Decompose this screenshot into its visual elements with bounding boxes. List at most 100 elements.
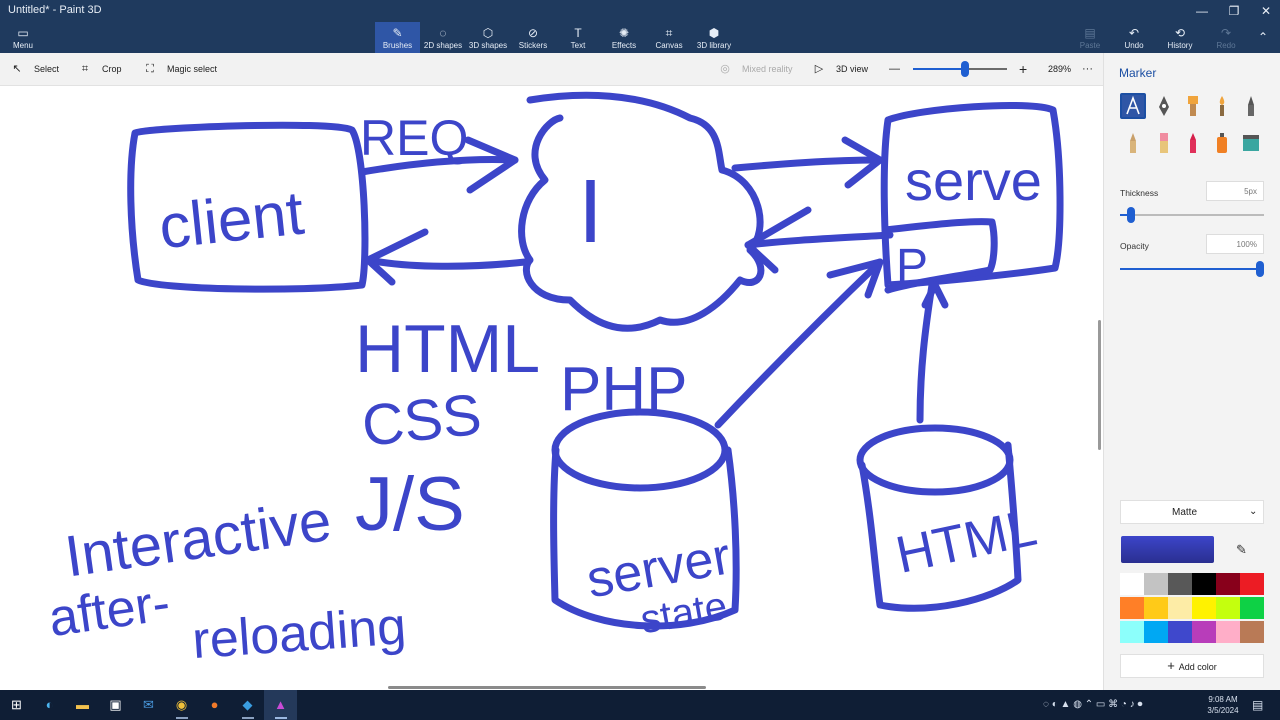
undo-button[interactable]: ↶ Undo (1117, 22, 1151, 53)
palette-swatch[interactable] (1216, 621, 1240, 643)
tab-canvas[interactable]: ⌗ Canvas (647, 22, 691, 53)
palette-swatch[interactable] (1192, 597, 1216, 619)
eyedropper-icon[interactable]: ✎ (1236, 542, 1247, 557)
marker-brush[interactable] (1120, 93, 1146, 119)
thickness-field[interactable]: 5px (1206, 181, 1264, 201)
menu-button[interactable]: ▭ Menu (6, 22, 40, 53)
select-label: Select (34, 64, 60, 74)
internet-cloud (518, 91, 765, 332)
eraser-brush[interactable] (1151, 130, 1177, 156)
finish-dropdown[interactable]: Matte ⌄ (1120, 500, 1264, 524)
crayon-icon (1190, 133, 1196, 153)
opacity-field[interactable]: 100% (1206, 234, 1264, 254)
palette-swatch[interactable] (1216, 573, 1240, 595)
tab-3d-library[interactable]: ⬢ 3D library (692, 22, 736, 53)
paste-button[interactable]: ▤ Paste (1073, 22, 1107, 53)
chrome-icon[interactable]: ◉ (165, 690, 198, 720)
mail-icon[interactable]: ✉ (143, 697, 154, 712)
system-clock[interactable]: 9:08 AM 3/5/2024 (1202, 694, 1244, 716)
zoom-out-button[interactable]: — (889, 63, 900, 75)
redo-button[interactable]: ↷ Redo (1209, 22, 1243, 53)
selected-color-preview[interactable] (1121, 536, 1214, 563)
minimize-icon[interactable]: — (1196, 4, 1208, 18)
paste-label: Paste (1079, 41, 1101, 50)
palette-swatch[interactable] (1168, 597, 1192, 619)
thickness-slider-thumb[interactable] (1127, 207, 1135, 223)
text-icon: T (574, 26, 582, 40)
drawing-canvas[interactable]: client REQ I serve P HTML (0, 86, 1103, 689)
request-arrowhead (464, 136, 519, 194)
tab-stickers[interactable]: ⊘ Stickers (511, 22, 555, 53)
pencil-brush[interactable] (1120, 130, 1146, 156)
paint3d-icon[interactable]: ▲ (264, 690, 297, 720)
spray-can-brush[interactable] (1209, 130, 1235, 156)
tab-2d-shapes[interactable]: ◌ 2D shapes (421, 22, 465, 53)
oil-brush-icon (1188, 96, 1198, 116)
more-options-button[interactable]: ··· (1082, 63, 1093, 75)
calligraphy-pen-brush[interactable] (1151, 93, 1177, 119)
magic-select-button[interactable]: ⛶Magic select (143, 53, 217, 86)
restore-icon[interactable]: ❐ (1228, 4, 1240, 18)
tab-brushes[interactable]: ✎ Brushes (375, 22, 420, 53)
mixed-reality-button[interactable]: ◎Mixed reality (718, 53, 792, 86)
palette-swatch[interactable] (1144, 597, 1168, 619)
fill-brush[interactable] (1238, 130, 1264, 156)
edge-icon[interactable]: ◐ (45, 697, 54, 712)
effects-icon: ✺ (618, 26, 630, 40)
palette-swatch[interactable] (1144, 621, 1168, 643)
oil-brush[interactable] (1180, 93, 1206, 119)
crayon-brush[interactable] (1180, 130, 1206, 156)
tab-label: 3D library (696, 41, 732, 50)
palette-swatch[interactable] (1216, 597, 1240, 619)
horizontal-scrollbar[interactable] (388, 686, 706, 689)
tab-label: Brushes (382, 41, 413, 50)
cloud-server-arrow (731, 156, 884, 172)
pixel-pen-brush[interactable] (1238, 93, 1264, 119)
palette-swatch[interactable] (1120, 621, 1144, 643)
watercolor-brush[interactable] (1209, 93, 1235, 119)
css-label: CSS (359, 382, 484, 459)
zoom-slider-thumb[interactable] (961, 61, 969, 77)
collapse-ribbon-button[interactable]: ⌃ (1252, 22, 1274, 53)
palette-swatch[interactable] (1192, 573, 1216, 595)
palette-swatch[interactable] (1144, 573, 1168, 595)
internet-label: I (578, 162, 603, 262)
firefox-icon[interactable]: ● (210, 697, 219, 712)
zoom-in-button[interactable]: + (1019, 61, 1028, 77)
tab-effects[interactable]: ✺ Effects (602, 22, 646, 53)
tray-icons[interactable]: ◌ ◐ ▲ ◍ ⌃ ▭ ⌘ ◔ ♪ ⏺ (1043, 699, 1143, 710)
thickness-slider-track[interactable] (1120, 214, 1264, 216)
spray-can-icon (1217, 133, 1227, 153)
3d-view-button[interactable]: ▷3D view (812, 53, 868, 86)
vertical-scrollbar[interactable] (1098, 320, 1101, 450)
server-box (880, 102, 1064, 289)
file-explorer-icon[interactable]: ▬ (76, 697, 89, 712)
palette-swatch[interactable] (1240, 573, 1264, 595)
opacity-slider-thumb[interactable] (1256, 261, 1264, 277)
tab-3d-shapes[interactable]: ⬡ 3D shapes (466, 22, 510, 53)
add-color-button[interactable]: +Add color (1120, 654, 1264, 678)
vscode-icon[interactable]: ◆ (231, 690, 264, 720)
notification-icon[interactable]: ▤ (1252, 698, 1264, 712)
close-icon[interactable]: ✕ (1260, 4, 1272, 18)
tab-label: Effects (611, 41, 637, 50)
store-icon[interactable]: ▣ (109, 697, 122, 712)
palette-swatch[interactable] (1240, 597, 1264, 619)
palette-swatch[interactable] (1120, 573, 1144, 595)
select-button[interactable]: ↖Select (10, 53, 59, 86)
server-cloud-arrowhead (744, 206, 812, 274)
palette-swatch[interactable] (1120, 597, 1144, 619)
palette-swatch[interactable] (1240, 621, 1264, 643)
tab-text[interactable]: T Text (556, 22, 600, 53)
tab-label: 2D shapes (423, 41, 463, 50)
palette-swatch[interactable] (1192, 621, 1216, 643)
palette-swatch[interactable] (1168, 573, 1192, 595)
panel-title: Marker (1119, 66, 1157, 80)
crop-icon: ⌗ (81, 63, 89, 75)
history-button[interactable]: ⟲ History (1162, 22, 1198, 53)
tab-label: Canvas (655, 41, 683, 50)
palette-swatch[interactable] (1168, 621, 1192, 643)
crop-button[interactable]: ⌗Crop (78, 53, 122, 86)
windows-start-icon[interactable]: ⊞ (11, 697, 22, 712)
js-label: J/S (355, 462, 465, 547)
